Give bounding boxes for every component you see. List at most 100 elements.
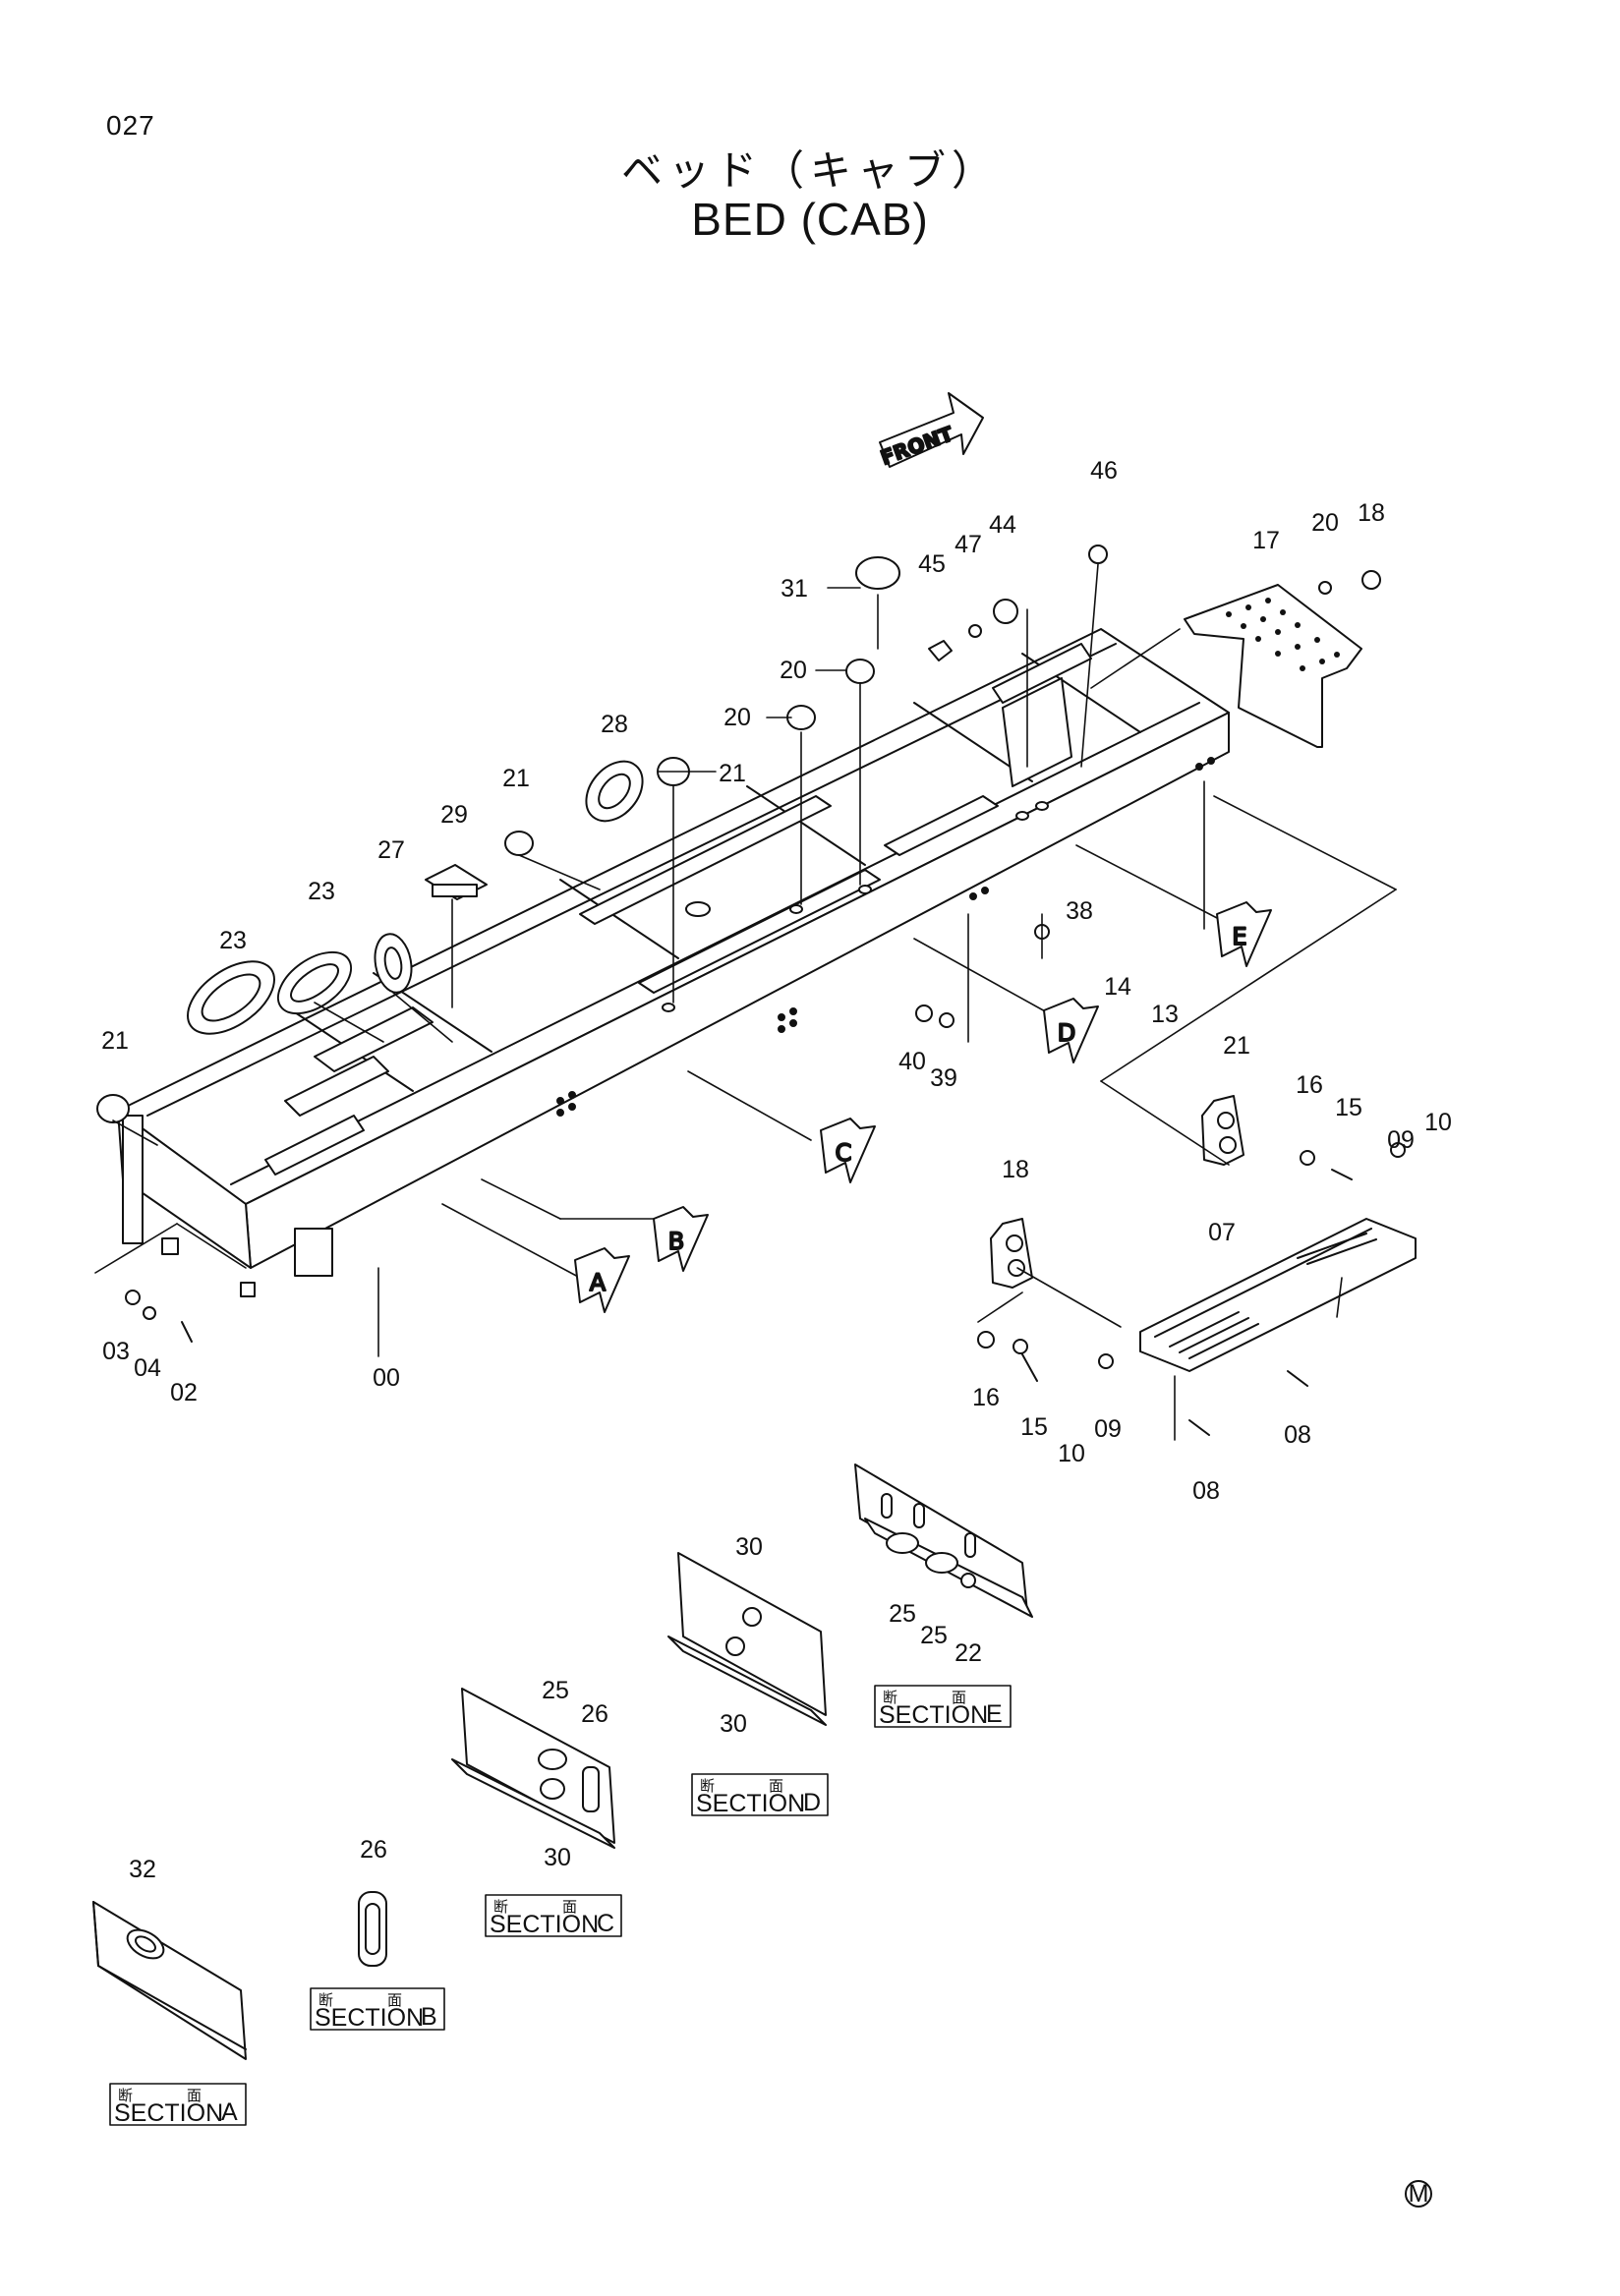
part-label-32: 32 — [129, 1856, 156, 1883]
part-label-20b: 20 — [723, 704, 751, 731]
part-label-26a: 26 — [360, 1836, 387, 1864]
part-label-10a: 10 — [1424, 1109, 1452, 1136]
front-arrow: FRONT — [877, 392, 984, 471]
part-number-labels: 46 17 20 18 44 47 45 31 20 20 28 21 21 2… — [101, 457, 1452, 1883]
part-label-39: 39 — [930, 1064, 957, 1092]
title-english: BED (CAB) — [691, 194, 929, 245]
part-label-30a: 30 — [544, 1844, 571, 1871]
corner-mark: M — [1405, 2180, 1432, 2208]
part-label-44: 44 — [989, 511, 1016, 539]
part-label-11: 13 — [1151, 1001, 1179, 1028]
svg-text:面: 面 — [387, 1991, 402, 2009]
part-label-30b: 30 — [735, 1533, 763, 1561]
step-assembly — [990, 1095, 1417, 1372]
section-plates — [92, 1464, 1033, 2060]
corner-mark-letter: M — [1409, 2180, 1429, 2208]
part-label-30c: 30 — [720, 1710, 747, 1738]
svg-text:断: 断 — [700, 1777, 715, 1795]
svg-text:SECTION: SECTION — [696, 1790, 805, 1817]
view-letter-e: E — [1232, 923, 1246, 950]
section-letter-c: C — [597, 1910, 614, 1937]
view-flag-b: B — [653, 1206, 709, 1272]
view-letter-d: D — [1058, 1019, 1075, 1047]
svg-text:SECTION: SECTION — [114, 2099, 223, 2127]
view-arrow-flags: A B C D E — [574, 901, 1272, 1313]
section-label-e: 断 面 SECTION E — [874, 1685, 1012, 1729]
svg-text:面: 面 — [562, 1898, 577, 1916]
section-letter-a: A — [221, 2098, 238, 2126]
small-parts — [96, 545, 1406, 1436]
part-label-47: 47 — [955, 531, 982, 558]
part-label-25b: 25 — [889, 1600, 916, 1628]
leader-lines — [94, 563, 1397, 1441]
part-label-16: 18 — [1358, 499, 1385, 527]
svg-text:断: 断 — [883, 1689, 897, 1706]
svg-text:断: 断 — [118, 2087, 133, 2104]
svg-text:SECTION: SECTION — [879, 1701, 988, 1729]
part-label-21a: 21 — [719, 760, 746, 787]
step-plate — [1184, 584, 1362, 748]
section-letter-b: B — [421, 2003, 437, 2031]
part-label-07: 07 — [1208, 1219, 1236, 1246]
part-label-08b: 08 — [1192, 1477, 1220, 1505]
part-label-10b: 10 — [1058, 1440, 1085, 1467]
part-label-25c: 25 — [920, 1622, 948, 1649]
part-label-03: 03 — [102, 1338, 130, 1365]
view-flag-e: E — [1216, 901, 1272, 967]
part-label-15: 17 — [1252, 527, 1280, 554]
view-letter-c: C — [836, 1139, 852, 1167]
section-label-d: 断 面 SECTION D — [691, 1773, 829, 1817]
part-label-00: 00 — [373, 1364, 400, 1392]
view-flag-d: D — [1043, 998, 1099, 1063]
page-number: 027 — [106, 110, 155, 141]
part-label-14b: 16 — [972, 1384, 1000, 1411]
part-label-40: 40 — [898, 1048, 926, 1075]
view-letter-b: B — [668, 1228, 684, 1255]
section-label-c: 断 面 SECTION C — [485, 1894, 622, 1938]
part-label-14a: 16 — [1296, 1071, 1323, 1099]
svg-text:断: 断 — [318, 1991, 333, 2009]
part-label-25a: 25 — [542, 1677, 569, 1704]
part-label-23a: 23 — [308, 878, 335, 905]
view-flag-c: C — [820, 1118, 876, 1183]
part-label-09b: 09 — [1094, 1415, 1122, 1443]
svg-text:面: 面 — [187, 2087, 202, 2104]
section-label-b: 断 面 SECTION B — [310, 1987, 445, 2032]
part-label-18b: 18 — [1002, 1156, 1029, 1183]
part-label-18a: 21 — [1223, 1032, 1250, 1060]
svg-text:面: 面 — [952, 1689, 966, 1706]
part-label-12: 14 — [1104, 973, 1131, 1001]
svg-text:SECTION: SECTION — [315, 2004, 424, 2032]
part-label-22: 22 — [955, 1639, 982, 1667]
part-label-02: 02 — [170, 1379, 198, 1406]
part-label-46: 46 — [1090, 457, 1118, 485]
section-labels: 断 面 SECTION A 断 面 SECTION B 断 面 SECTION … — [109, 1685, 1012, 2127]
part-label-45: 45 — [918, 550, 946, 578]
part-label-09a: 09 — [1387, 1126, 1415, 1154]
section-letter-e: E — [986, 1700, 1003, 1728]
part-label-28: 27 — [377, 836, 405, 864]
part-label-20a: 20 — [780, 657, 807, 684]
view-letter-a: A — [590, 1269, 607, 1296]
part-label-27: 31 — [781, 575, 808, 603]
svg-text:SECTION: SECTION — [490, 1911, 599, 1938]
svg-text:面: 面 — [769, 1777, 783, 1795]
part-label-23b: 23 — [219, 927, 247, 954]
part-label-08a: 08 — [1284, 1421, 1311, 1449]
section-letter-d: D — [803, 1789, 821, 1816]
part-label-04: 04 — [134, 1354, 161, 1382]
part-label-26b: 26 — [581, 1700, 608, 1728]
title-japanese: ベッド（キャブ） — [620, 146, 999, 195]
section-label-a: 断 面 SECTION A — [109, 2083, 247, 2127]
part-label-31: 29 — [440, 801, 468, 829]
svg-text:断: 断 — [493, 1898, 508, 1916]
part-label-17: 20 — [1311, 509, 1339, 537]
view-flag-a: A — [574, 1247, 630, 1313]
part-label-13b: 15 — [1020, 1413, 1048, 1441]
part-label-38: 38 — [1066, 897, 1093, 925]
part-label-13a: 15 — [1335, 1094, 1362, 1121]
part-label-29: 28 — [601, 711, 628, 738]
part-label-21c: 21 — [101, 1027, 129, 1055]
